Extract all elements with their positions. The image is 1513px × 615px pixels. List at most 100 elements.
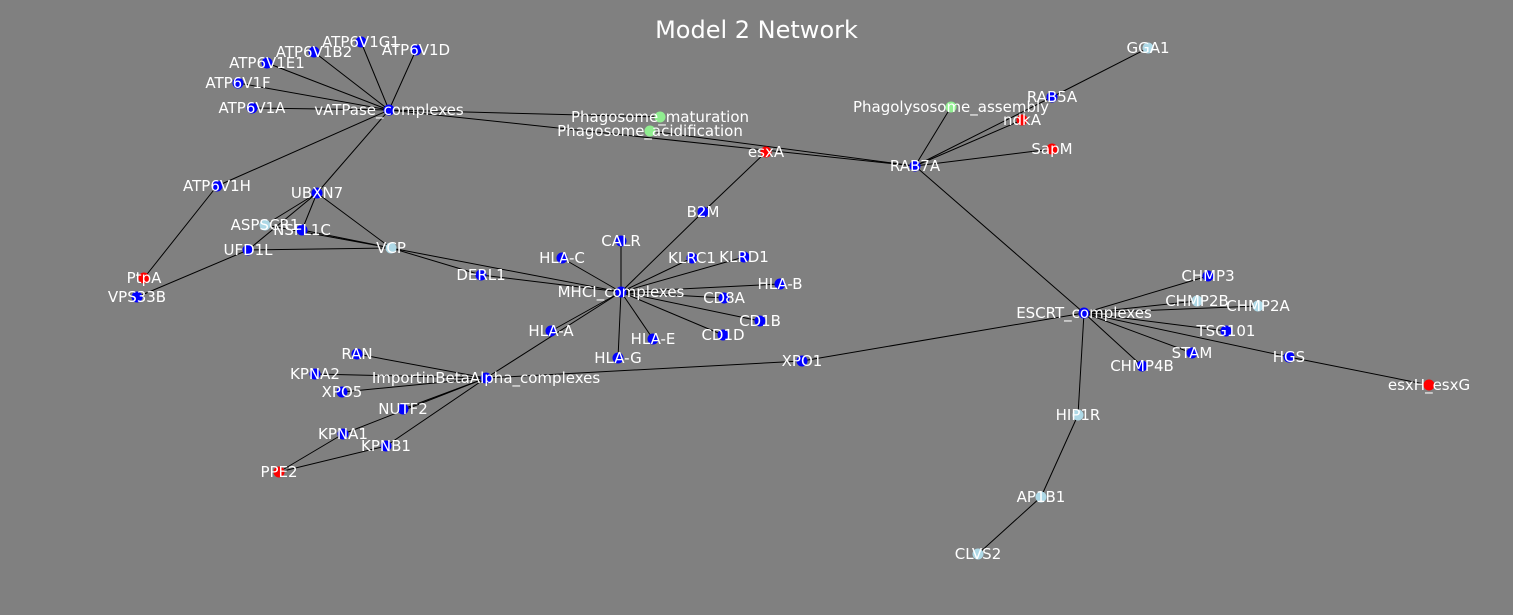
edge	[485, 360, 803, 379]
node-label: VCP	[376, 239, 406, 257]
node-label: CD8A	[703, 289, 746, 307]
node-label: STAM	[1172, 344, 1213, 362]
edge	[247, 192, 318, 251]
edge	[617, 291, 622, 359]
node-marker	[612, 352, 624, 364]
node-marker	[647, 333, 659, 345]
edge	[1083, 275, 1209, 314]
edge	[390, 247, 482, 276]
node-marker	[138, 272, 150, 284]
node-label: ESCRT_complexes	[1016, 304, 1152, 323]
edge	[977, 496, 1042, 555]
node-marker	[972, 548, 984, 560]
edge	[385, 377, 487, 447]
node-layer	[131, 36, 1435, 560]
edge	[216, 109, 390, 187]
node-marker	[774, 278, 786, 290]
node-label: esxA	[748, 143, 785, 161]
node-marker	[686, 252, 698, 264]
node-label: vATPase_complexes	[314, 101, 464, 120]
node-label: ASPSCR1	[231, 216, 300, 234]
node-label: PPE2	[260, 463, 297, 481]
edge	[480, 274, 622, 293]
edge	[1051, 47, 1149, 98]
node-marker	[337, 428, 349, 440]
node-label: ATP6V1A	[219, 99, 287, 117]
node-label: ATP6V1G1	[322, 33, 400, 51]
node-marker	[309, 368, 321, 380]
node-label: KLRC1	[668, 249, 716, 267]
edge	[316, 109, 390, 194]
node-label: CHMP4B	[1110, 357, 1174, 375]
node-marker	[242, 244, 254, 256]
edge	[388, 109, 916, 167]
node-marker	[644, 125, 656, 137]
edge	[620, 291, 724, 336]
edge	[388, 49, 417, 111]
node-label: CHMP2A	[1226, 297, 1290, 315]
node-marker	[336, 386, 348, 398]
node-label: NSFL1C	[273, 221, 331, 239]
edge	[914, 106, 952, 167]
node-marker	[909, 160, 921, 172]
edge	[390, 247, 622, 293]
node-marker	[1072, 409, 1084, 421]
node-marker	[397, 403, 409, 415]
node-marker	[1078, 307, 1090, 319]
node-marker	[697, 206, 709, 218]
node-label: SapM	[1031, 140, 1072, 158]
node-marker	[1283, 351, 1295, 363]
edge	[620, 257, 693, 293]
node-marker	[754, 315, 766, 327]
node-label: ATP6V1B2	[276, 43, 353, 61]
edge	[620, 291, 654, 340]
edge	[1083, 312, 1143, 367]
node-label: HGS	[1273, 348, 1305, 366]
node-label: MHCI_complexes	[558, 283, 685, 302]
node-marker	[475, 269, 487, 281]
node-marker	[1046, 91, 1058, 103]
node-label: HLA-C	[539, 249, 585, 267]
node-label: XPO5	[322, 383, 363, 401]
node-label: ndkA	[1003, 111, 1042, 129]
node-marker	[654, 111, 666, 123]
edge	[1288, 356, 1430, 386]
edge	[264, 192, 318, 226]
node-label: RAN	[341, 345, 372, 363]
node-marker	[380, 440, 392, 452]
diagram-title: Model 2 Network	[655, 16, 858, 44]
edge	[278, 433, 344, 473]
node-marker	[556, 252, 568, 264]
node-label: esxH_esxG	[1388, 376, 1470, 395]
node-label: CHMP3	[1181, 267, 1234, 285]
edge	[266, 62, 390, 111]
edge	[143, 185, 218, 279]
node-label: HLA-B	[757, 275, 802, 293]
node-marker	[273, 466, 285, 478]
edge	[136, 249, 249, 298]
node-marker	[351, 348, 363, 360]
node-label: Phagolysosome_assembly	[853, 98, 1049, 117]
node-marker	[1035, 491, 1047, 503]
node-marker	[259, 219, 271, 231]
edge	[247, 247, 392, 251]
node-label: ImportinBetaAlpha_complexes	[372, 369, 601, 388]
node-label: TSG101	[1196, 322, 1256, 340]
edge	[341, 377, 487, 393]
node-marker	[760, 146, 772, 158]
node-marker	[717, 329, 729, 341]
node-label: HLA-A	[528, 322, 574, 340]
node-label: KPNB1	[361, 437, 411, 455]
edge	[1083, 312, 1227, 332]
node-marker	[1142, 42, 1154, 54]
edge	[620, 283, 781, 293]
edge	[356, 353, 487, 379]
node-label: ATP6V1D	[382, 41, 450, 59]
edge	[1083, 305, 1259, 314]
edge	[237, 82, 390, 111]
node-marker	[246, 102, 258, 114]
edge	[914, 165, 1085, 314]
node-marker	[945, 101, 957, 113]
edge	[1083, 300, 1198, 314]
